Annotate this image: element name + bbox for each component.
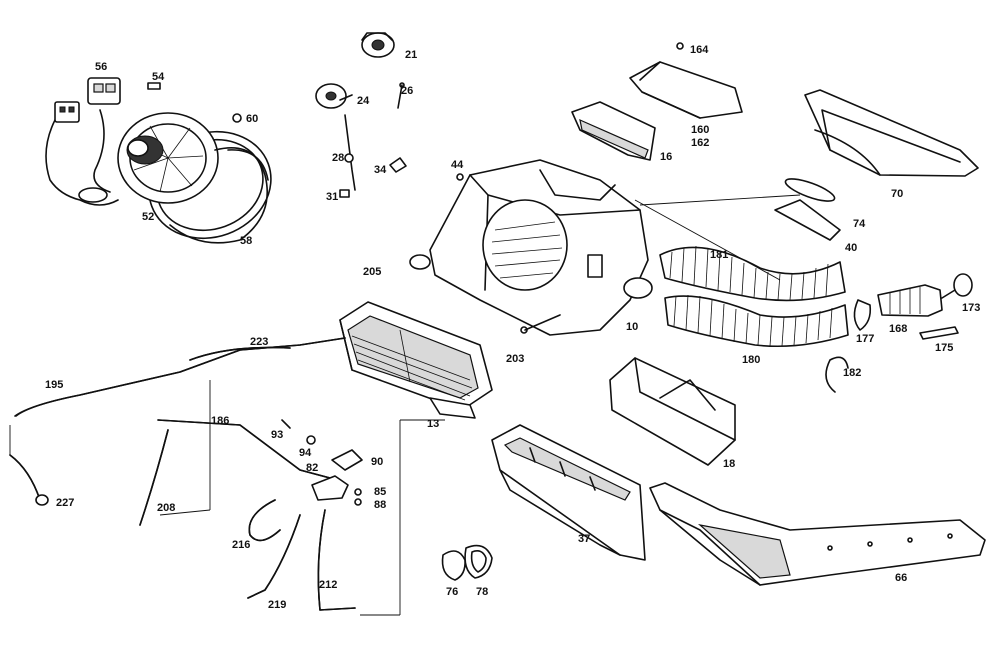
label-56: 56 bbox=[95, 61, 107, 73]
label-186: 186 bbox=[211, 415, 229, 427]
label-66: 66 bbox=[895, 572, 907, 584]
label-28: 28 bbox=[332, 152, 344, 164]
heater-core bbox=[339, 301, 493, 419]
label-173: 173 bbox=[962, 302, 980, 314]
label-82: 82 bbox=[306, 462, 318, 474]
label-88: 88 bbox=[374, 499, 386, 511]
label-208: 208 bbox=[157, 502, 175, 514]
label-21: 21 bbox=[405, 49, 417, 61]
label-54: 54 bbox=[152, 71, 165, 83]
label-70: 70 bbox=[891, 188, 903, 200]
label-90: 90 bbox=[371, 456, 383, 468]
label-93: 93 bbox=[271, 429, 283, 441]
label-164: 164 bbox=[690, 44, 709, 56]
label-26: 26 bbox=[401, 85, 413, 97]
label-78: 78 bbox=[476, 586, 488, 598]
label-175: 175 bbox=[935, 342, 953, 354]
label-203: 203 bbox=[506, 353, 524, 365]
label-182: 182 bbox=[843, 367, 861, 379]
leader-lines bbox=[9, 194, 801, 616]
label-74: 74 bbox=[853, 218, 866, 230]
label-177: 177 bbox=[856, 333, 874, 345]
label-160: 160 bbox=[691, 124, 709, 136]
label-24: 24 bbox=[357, 95, 370, 107]
label-227: 227 bbox=[56, 497, 74, 509]
label-195: 195 bbox=[45, 379, 63, 391]
label-223: 223 bbox=[250, 336, 268, 348]
label-52: 52 bbox=[142, 211, 154, 223]
label-216: 216 bbox=[232, 539, 250, 551]
label-18: 18 bbox=[723, 458, 735, 470]
footwell-duct bbox=[649, 482, 986, 586]
label-13: 13 bbox=[427, 418, 439, 430]
label-10: 10 bbox=[626, 321, 638, 333]
actuator-parts-right bbox=[825, 273, 973, 393]
label-212: 212 bbox=[319, 579, 337, 591]
label-16: 16 bbox=[660, 151, 672, 163]
label-34: 34 bbox=[374, 164, 387, 176]
water-valve-group bbox=[139, 419, 363, 611]
label-58: 58 bbox=[240, 235, 252, 247]
seal-grommets bbox=[441, 544, 493, 581]
lower-air-duct bbox=[491, 424, 646, 561]
label-76: 76 bbox=[446, 586, 458, 598]
blower-motor-assembly bbox=[45, 77, 272, 244]
label-44: 44 bbox=[451, 159, 464, 171]
label-37: 37 bbox=[578, 533, 590, 545]
label-180: 180 bbox=[742, 354, 760, 366]
label-168: 168 bbox=[889, 323, 907, 335]
label-181: 181 bbox=[710, 249, 728, 261]
flexible-hoses bbox=[659, 245, 849, 347]
label-219: 219 bbox=[268, 599, 286, 611]
label-94: 94 bbox=[299, 447, 312, 459]
label-162: 162 bbox=[691, 137, 709, 149]
label-205: 205 bbox=[363, 266, 381, 278]
air-ducts-upper bbox=[571, 42, 979, 241]
label-31: 31 bbox=[326, 191, 338, 203]
label-60: 60 bbox=[246, 113, 258, 125]
part-labels: 56 54 60 52 58 21 24 26 28 34 31 164 160… bbox=[45, 44, 980, 611]
heater-box-housing bbox=[409, 159, 653, 336]
label-85: 85 bbox=[374, 486, 386, 498]
air-flap-housing bbox=[609, 357, 736, 466]
vacuum-units bbox=[315, 32, 407, 198]
label-40: 40 bbox=[845, 242, 857, 254]
coolant-pipes-left bbox=[9, 337, 346, 506]
